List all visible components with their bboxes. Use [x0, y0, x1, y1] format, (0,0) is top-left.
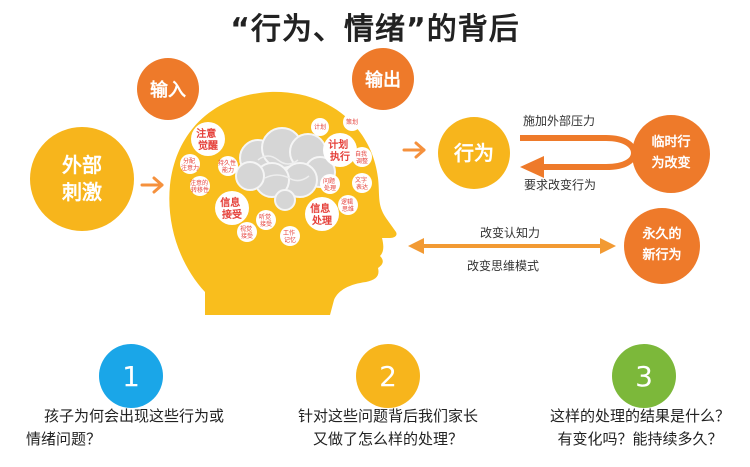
- label-plan-execute: 计划 执行: [328, 138, 351, 163]
- note-apply-pressure: 施加外部压力: [523, 114, 596, 128]
- node-input: 输入: [137, 58, 199, 120]
- label-sustained-attention: 持久性 能力: [218, 159, 238, 174]
- label-problem-handling: 问题 处理: [323, 177, 337, 192]
- label-info-process: 信息 处理: [310, 202, 333, 227]
- node-external-stimulus: 外部 刺激: [30, 127, 134, 231]
- question-text-3: 这样的处理的结果是什么？ 有变化吗？能持续多久？: [549, 407, 730, 449]
- node-temporary-change: 临时行 为改变: [632, 115, 710, 193]
- arrow-stimulus-to-head: [140, 176, 164, 194]
- arrow-loop: [520, 135, 638, 178]
- label-attention-shift: 注意的 转移性: [190, 179, 210, 194]
- question-number-2: 2: [356, 344, 420, 408]
- node-behavior: 行为: [438, 117, 510, 189]
- page-title: “行为、情绪”的背后: [230, 12, 520, 47]
- label-self-adjust: 自我 调整: [355, 150, 369, 165]
- note-request-change: 要求改变行为: [524, 178, 597, 192]
- label-logic-thinking: 逻辑 思维: [341, 198, 355, 213]
- question-number-3: 3: [612, 344, 676, 408]
- label-visual-receive: 视觉 接受: [240, 225, 254, 240]
- arrow-double: [408, 238, 616, 254]
- question-text-2: 针对这些问题背后我们家长 又做了怎么样的处理？: [297, 407, 478, 449]
- question-text-1: 孩子为何会出现这些行为或 情绪问题？: [26, 407, 224, 449]
- note-change-thinking: 改变思维模式: [467, 259, 540, 273]
- arrow-head-to-behavior: [402, 141, 426, 159]
- node-permanent-behavior: 永久的 新行为: [624, 208, 700, 284]
- label-info-receive: 信息 接受: [220, 196, 243, 221]
- node-output: 输出: [352, 48, 414, 110]
- brain-icon: [235, 127, 336, 211]
- question-number-1: 1: [99, 344, 163, 408]
- head-bubbles: [180, 113, 372, 246]
- note-change-cognition: 改变认知力: [480, 226, 541, 240]
- label-text-expression: 文字 表达: [355, 176, 369, 191]
- label-divided-attention: 分配 注意力: [181, 157, 199, 172]
- label-work-memory: 工作 记忆: [283, 229, 297, 244]
- label-strategy: 策划: [346, 118, 358, 126]
- label-auditory-receive: 听觉 接受: [259, 213, 273, 228]
- label-plan: 计划: [314, 123, 326, 131]
- label-attention-awake: 注意 觉醒: [196, 127, 219, 152]
